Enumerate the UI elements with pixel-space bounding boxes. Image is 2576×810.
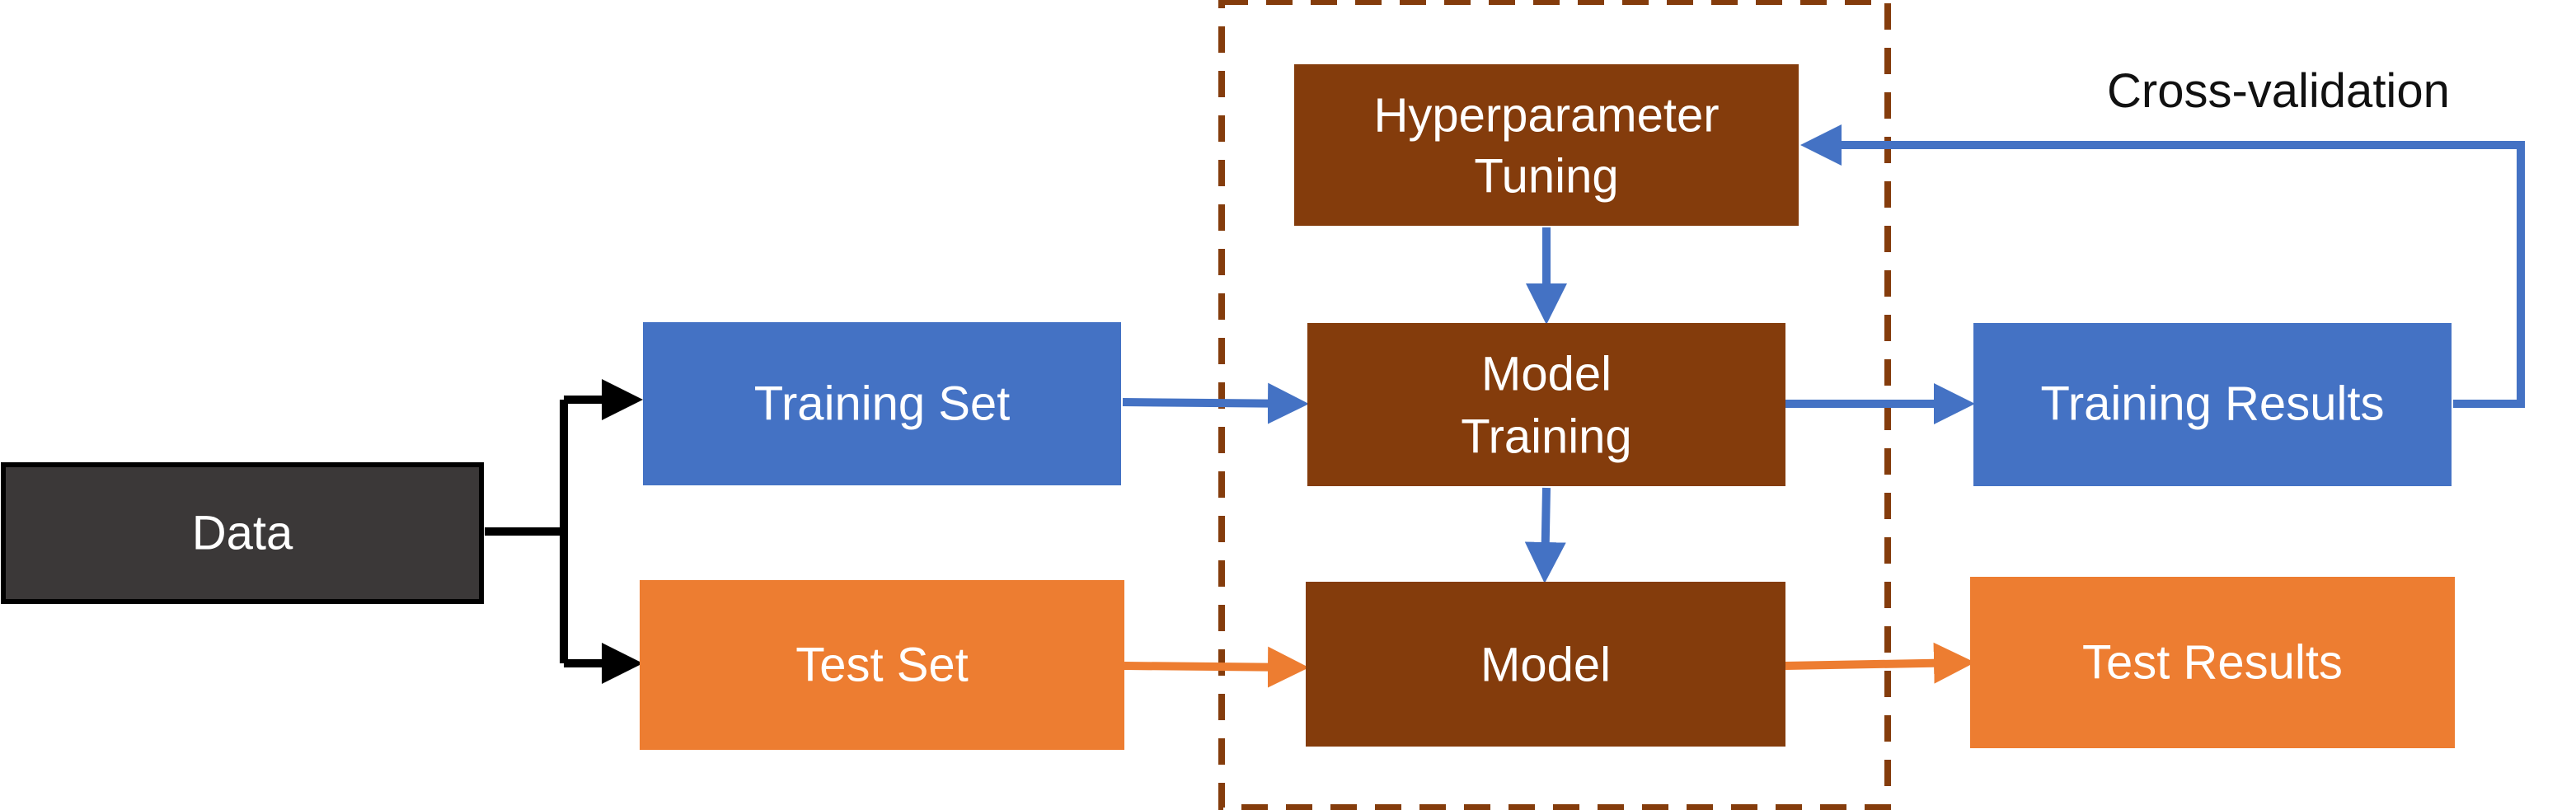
model-training-label-line1: Model [1481, 348, 1612, 401]
hyperparameter-tuning-node: Hyperparameter Tuning [1294, 64, 1799, 226]
data-node: Data [1, 462, 484, 604]
model-training-label-line2: Training [1461, 410, 1631, 464]
training-set-to-model-training-arrow [1122, 382, 1309, 424]
cross-validation-feedback-arrow [1800, 124, 2525, 408]
training-results-label: Training Results [2041, 377, 2385, 431]
model-label: Model [1480, 639, 1611, 692]
hyperparameter-tuning-label-line1: Hyperparameter [1373, 89, 1719, 143]
test-set-label: Test Set [795, 639, 969, 692]
training-set-label: Training Set [754, 377, 1011, 431]
hyperparameter-tuning-label-line2: Tuning [1474, 150, 1618, 204]
data-node-label: Data [192, 507, 293, 560]
training-set-node: Training Set [643, 322, 1121, 485]
model-to-test-results-arrow [1785, 642, 1975, 684]
training-results-node: Training Results [1973, 323, 2452, 486]
model-node: Model [1306, 582, 1785, 747]
test-set-to-model-arrow [1124, 646, 1309, 688]
connectors [485, 124, 2525, 688]
cross-validation-label: Cross-validation [2107, 64, 2450, 118]
model-training-to-model-arrow [1524, 487, 1566, 583]
test-set-node: Test Set [640, 580, 1124, 750]
model-training-node: Model Training [1307, 323, 1785, 486]
test-results-node: Test Results [1970, 577, 2455, 748]
test-results-label: Test Results [2082, 636, 2343, 690]
